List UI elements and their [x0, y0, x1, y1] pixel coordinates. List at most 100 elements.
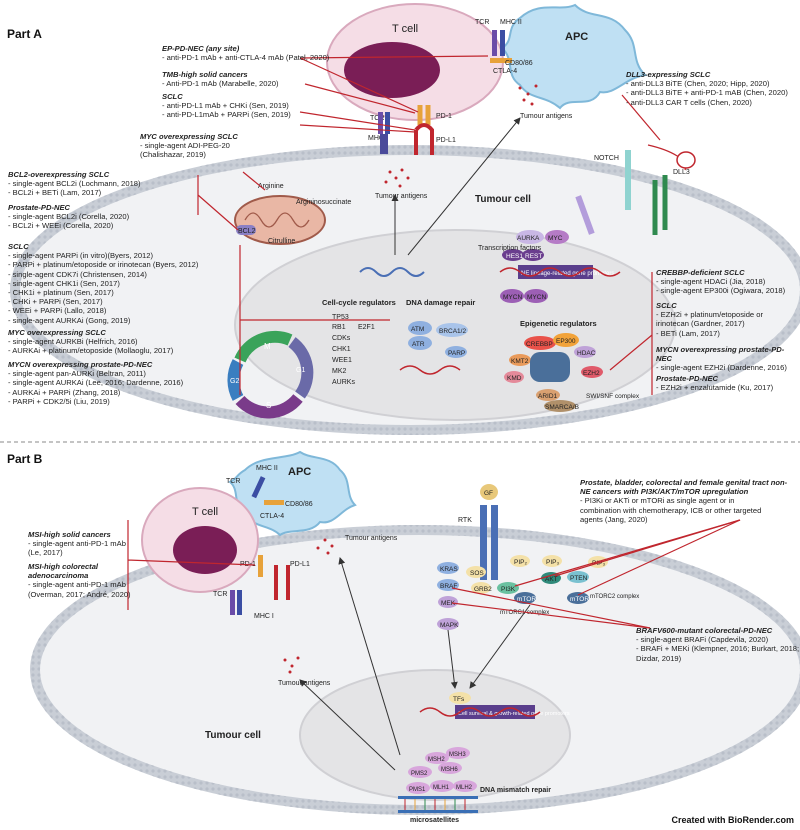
t-cell-nucleus-b — [173, 526, 237, 574]
tcr-receptor-a — [492, 30, 497, 56]
mycn-label-2: MYCN — [527, 294, 546, 301]
phase-m: M — [264, 342, 271, 351]
annotation-pi3k: Prostate, bladder, colorectal and female… — [580, 478, 788, 524]
sos-label: SOS — [470, 570, 484, 577]
apc-b — [228, 450, 357, 537]
dll3-label: DLL3 — [673, 169, 690, 176]
inhibition-lines-a — [197, 55, 661, 395]
cd80-label-a: CD80/86 — [505, 60, 533, 67]
apc-label-b: APC — [288, 466, 311, 478]
annotation-sclc-ezh2: SCLC - EZH2i + platinum/etoposide or iri… — [656, 301, 763, 338]
bcl2-label: BCL2 — [238, 228, 256, 235]
apc-a — [500, 3, 648, 110]
pd1-receptor-a — [417, 105, 431, 125]
microsatellites-label: microsatellites — [410, 817, 459, 824]
nucleus-b — [299, 669, 571, 801]
chk1-label: CHK1 — [332, 346, 351, 353]
mk2-label: MK2 — [332, 368, 347, 375]
myc-label-a: MYC — [548, 235, 563, 242]
smarca-label: SMARCA/B — [545, 404, 579, 411]
tumour-antigens-label-b1: Tumour antigens — [345, 535, 398, 542]
mitochondrion — [234, 195, 326, 245]
annotation-msi-colorectal: MSI-high colorectal adenocarcinoma - sin… — [28, 562, 131, 599]
mtorc2-label: mTORC2 complex — [590, 594, 639, 600]
pten-label: PTEN — [570, 575, 588, 582]
part-a-heading: Part A — [7, 27, 42, 41]
ep300-label: EP300 — [556, 338, 576, 345]
ctla4-label-a: CTLA-4 — [493, 68, 517, 75]
annotation-sclc-pd-l1: SCLC - anti-PD-L1 mAb + CHKi (Sen, 2019)… — [162, 92, 291, 120]
mmr-label: DNA mismatch repair — [480, 787, 551, 794]
annotation-dll3: DLL3-expressing SCLC - anti-DLL3 BiTE (C… — [626, 70, 788, 107]
microsatellite-dna — [398, 796, 478, 813]
annotation-prostate-ezh2: Prostate-PD-NEC - EZH2i + enzalutamide (… — [656, 374, 774, 393]
epigenetic-title: Epigenetic regulators — [520, 319, 597, 328]
pdl1-receptor-a — [414, 123, 434, 155]
tumour-antigens-dots-b — [283, 538, 334, 674]
pd1-receptor-b — [258, 555, 263, 577]
mhc1-label-a: MHC I — [368, 135, 388, 142]
ne-promoters-label: NE lineage-related gene promoters — [521, 271, 614, 277]
cd80-label-b: CD80/86 — [285, 501, 313, 508]
survival-promoters-label: Cell survival & growth-related gene prom… — [458, 711, 570, 717]
t-cell-label-b: T cell — [192, 506, 218, 518]
pip2-label: PIP₂ — [514, 559, 527, 566]
annotation-crebbp: CREBBP-deficient SCLC - single-agent HDA… — [656, 268, 786, 296]
annotation-myc-adi: MYC overexpressing SCLC - single-agent A… — [140, 132, 238, 160]
phase-s: S — [266, 401, 271, 410]
gf-label: GF — [484, 490, 493, 497]
cdks-label: CDKs — [332, 335, 351, 342]
aurks-label: AURKs — [332, 379, 355, 386]
t-cell-nucleus-a — [344, 42, 440, 98]
transcription-factors-label: Transcription factors — [478, 245, 542, 252]
apc-label-a: APC — [565, 31, 588, 43]
annotation-prostate-bcl2: Prostate-PD-NEC - single-agent BCL2i (Co… — [8, 203, 130, 231]
tcr-label-b2: TCR — [213, 591, 227, 598]
kmd-label: KMD — [507, 375, 522, 382]
hdac-label: HDAC — [577, 350, 596, 357]
rest-label: REST — [525, 253, 542, 260]
tumour-antigens-label-a2: Tumour antigens — [520, 113, 573, 120]
mhc1-receptor-a — [380, 134, 388, 154]
akt-label: AKT — [545, 576, 558, 583]
cell-cycle-wheel — [227, 330, 314, 419]
phase-g2: G2 — [230, 378, 239, 385]
tumour-cell-label-b: Tumour cell — [205, 730, 261, 741]
tumour-cell-label-a: Tumour cell — [475, 194, 531, 205]
pi3k-label: PI3K — [501, 586, 516, 593]
mhc2-label-a: MHC II — [500, 19, 522, 26]
arid1-label: ARID1 — [538, 393, 558, 400]
rtk-label: RTK — [458, 517, 472, 524]
tcr-label-b1: TCR — [226, 478, 240, 485]
mtor1-label: mTOR — [517, 596, 536, 603]
tumour-antigens-label-a1: Tumour antigens — [375, 193, 428, 200]
msh6-label: MSH6 — [441, 767, 458, 773]
annotation-braf: BRAFV600-mutant colorectal-PD-NEC - sing… — [636, 626, 800, 663]
inhibition-lines-b — [127, 519, 741, 629]
annotation-sclc-parpi: SCLC - single-agent PARPi (in vitro)(Bye… — [8, 242, 199, 325]
phase-g1: G1 — [296, 367, 305, 374]
wee1-label: WEE1 — [332, 357, 352, 364]
part-b-heading: Part B — [7, 452, 43, 466]
annotation-mycn-prostate-aurk: MYCN overexpressing prostate-PD-NEC - si… — [8, 360, 184, 406]
mhc1-label-b: MHC I — [254, 613, 274, 620]
pdl1-label-a: PD-L1 — [436, 137, 456, 144]
annotation-mycn-ezh2: MYCN overexpressing prostate-PD-NEC - si… — [656, 345, 787, 373]
citrulline-label: Citrulline — [268, 238, 295, 245]
msh3-label: MSH3 — [449, 752, 466, 758]
ddr-title: DNA damage repair — [406, 298, 475, 307]
aurka-label-a: AURKA — [517, 235, 540, 242]
msh2-label: MSH2 — [428, 757, 445, 763]
kmt2-label: KMT2 — [511, 358, 529, 365]
tcr2-receptor-a — [378, 112, 383, 134]
annotation-bcl2-sclc: BCL2-overexpressing SCLC - single-agent … — [8, 170, 141, 198]
hes1-label: HES1 — [506, 253, 523, 260]
growth-factor — [480, 484, 498, 500]
parp-label: PARP — [448, 350, 465, 357]
pms1-label: PMS1 — [409, 787, 426, 793]
mek-label: MEK — [441, 600, 456, 607]
crebbp-label: CREBBP — [526, 341, 553, 348]
pd1-label-a: PD-1 — [436, 113, 452, 120]
pip3-label: PIP₃ — [546, 559, 559, 566]
